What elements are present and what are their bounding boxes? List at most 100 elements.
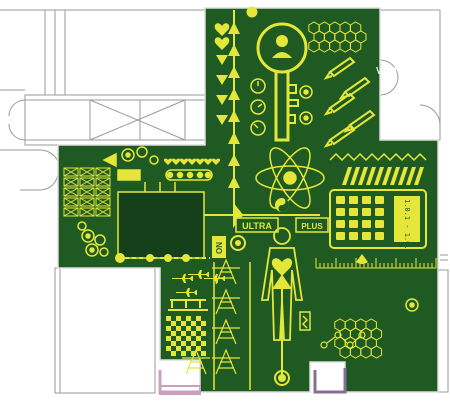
calculator-key: [375, 232, 384, 240]
crate: [79, 197, 95, 207]
checker-square: [181, 351, 186, 356]
heart-icon: [211, 158, 221, 165]
tower-icon: [212, 258, 240, 285]
yin-yang-icon: [275, 198, 289, 212]
ruler-scale: [315, 258, 437, 269]
checker-square: [201, 341, 206, 346]
hazard-stripe: [398, 167, 408, 185]
checker-square: [191, 351, 196, 356]
calculator-key: [375, 196, 384, 204]
calculator-key: [362, 196, 371, 204]
hazard-stripe: [366, 167, 376, 185]
triangle-icon: [228, 88, 240, 100]
checker-square: [196, 326, 201, 331]
checker-square: [176, 346, 181, 351]
triangle-icon: [228, 110, 240, 122]
crate-cross: [63, 207, 79, 217]
checker-square: [186, 336, 191, 341]
triangle-icon: [228, 176, 240, 188]
airplane-icon: [172, 274, 193, 283]
calculator-key: [336, 208, 345, 216]
crate-cross: [63, 197, 79, 207]
checker-square: [171, 331, 176, 336]
heart-icon: [195, 158, 205, 165]
ultra-badge: ULTRA: [235, 217, 279, 233]
switch-box-icon: [299, 311, 311, 331]
checker-square: [196, 336, 201, 341]
pencil-icon: [323, 56, 356, 80]
crate: [95, 207, 111, 217]
calculator-key: [349, 220, 358, 228]
triangle-icon: [228, 22, 240, 34]
crate-cross: [79, 207, 95, 217]
triangle-icon: [216, 55, 228, 65]
crate: [63, 177, 79, 187]
hexagon-icon-grid-bottom: [334, 318, 383, 359]
crate-cross: [95, 167, 111, 177]
heart-icon: [214, 37, 230, 50]
checker-square: [176, 336, 181, 341]
triangle-icon-column-center: [228, 22, 240, 188]
hazard-stripe: [406, 167, 416, 185]
calculator-key: [349, 196, 358, 204]
calculator-key: [362, 208, 371, 216]
crate: [63, 197, 79, 207]
plus-badge: PLUS: [295, 217, 329, 233]
triangle-icon: [228, 132, 240, 144]
dark-panel: [117, 191, 205, 259]
airplane-icon-row: [172, 270, 225, 297]
crate: [79, 187, 95, 197]
key-icon: [256, 22, 308, 142]
gear-icon-row: [115, 253, 190, 263]
vertical-guides: [213, 262, 251, 390]
calculator-key: [336, 196, 345, 204]
hazard-stripe: [342, 167, 352, 185]
triangle-icon: [216, 115, 228, 125]
crate: [79, 177, 95, 187]
crate-cross: [95, 197, 111, 207]
hazard-stripe: [414, 167, 424, 185]
machine-group: [102, 146, 213, 192]
heart-icon: [179, 158, 189, 165]
crate: [95, 187, 111, 197]
crate-cross: [79, 187, 95, 197]
checker-square: [186, 326, 191, 331]
checker-square: [176, 326, 181, 331]
calculator-key: [362, 220, 371, 228]
crate-cross: [95, 177, 111, 187]
heart-icon: [271, 258, 293, 276]
hexagon-icon: [349, 39, 362, 53]
checker-square: [166, 316, 171, 321]
triangle-icon: [228, 154, 240, 166]
hexagon-icon: [370, 345, 383, 359]
crate-cross: [79, 177, 95, 187]
crate-grid: [63, 167, 111, 217]
checker-square: [181, 331, 186, 336]
green-floor: [57, 7, 439, 393]
pencil-icon-group: [323, 56, 376, 148]
crate-cross: [79, 167, 95, 177]
crate: [63, 167, 79, 177]
checker-square: [171, 351, 176, 356]
zigzag-strip: [329, 152, 427, 162]
on-switch: ON: [212, 235, 246, 258]
crate-cross: [63, 167, 79, 177]
checker-square: [191, 331, 196, 336]
triangle-icon-column-left: [216, 55, 228, 125]
heart-icon: [171, 158, 181, 165]
triangle-icon: [228, 44, 240, 56]
plus-label: PLUS: [301, 222, 323, 231]
calculator-key: [375, 220, 384, 228]
pencil-icon: [323, 92, 356, 116]
checker-square: [201, 351, 206, 356]
checker-square: [196, 316, 201, 321]
checker-square: [171, 341, 176, 346]
checker-square: [166, 346, 171, 351]
atom-icon: [255, 147, 325, 209]
molecule-icon: [320, 331, 366, 349]
checker-square: [196, 346, 201, 351]
checker-square: [191, 341, 196, 346]
calculator-display: 1.0.1 - 1.0.1: [403, 199, 411, 254]
crate: [95, 167, 111, 177]
